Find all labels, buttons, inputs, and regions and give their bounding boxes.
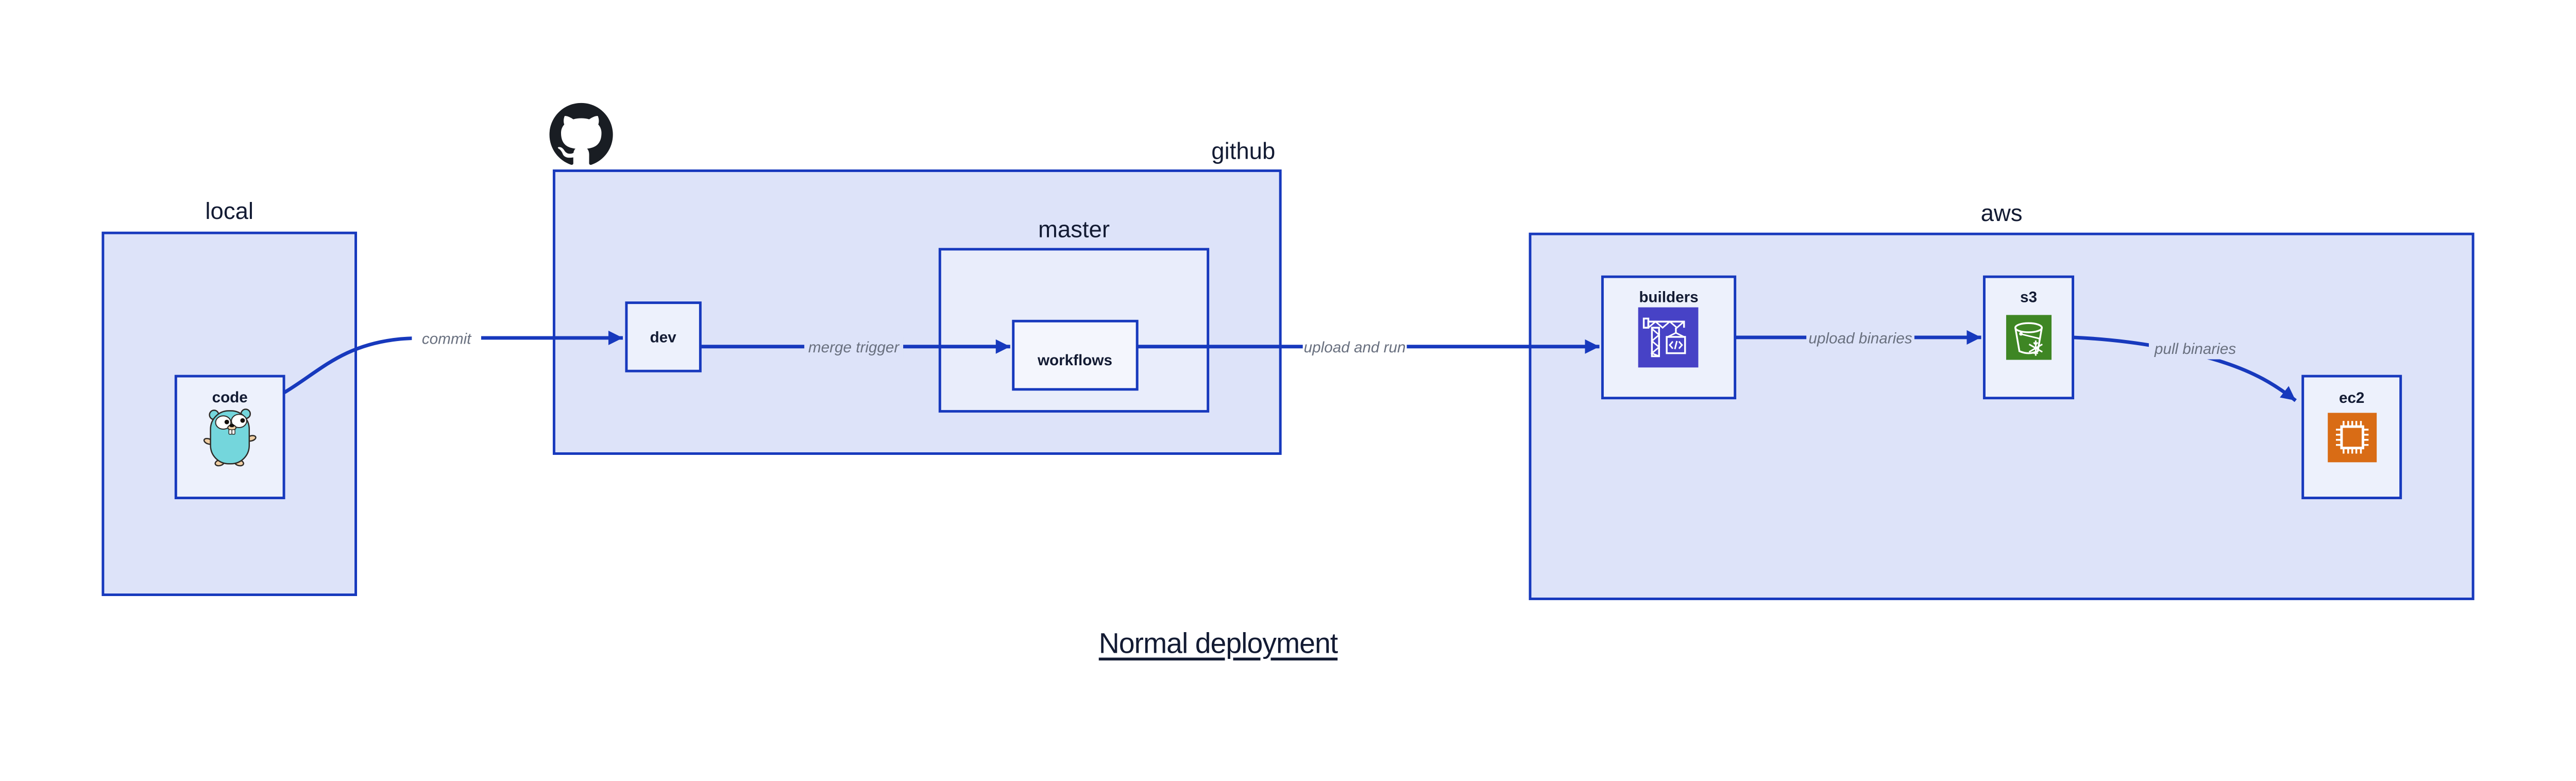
aws-codebuild-icon: [1638, 307, 1699, 368]
dev-node-label: dev: [650, 329, 677, 346]
pull-binaries-label-bg: [2148, 337, 2242, 360]
upload-binaries-label-bg: [1806, 328, 1914, 348]
aws-ec2-icon: [2328, 413, 2377, 463]
builders-node-label: builders: [1639, 288, 1698, 305]
commit-label-bg: [412, 328, 481, 349]
local-container-label: local: [205, 198, 253, 224]
github-container-label: github: [1211, 138, 1275, 164]
upload-binaries-edge-label: upload binaries: [1808, 330, 1912, 347]
github-octocat-icon: [549, 103, 613, 165]
code-node-label: code: [212, 389, 248, 406]
s3-node-label: s3: [2020, 288, 2037, 305]
diagram-title: Normal deployment: [1099, 627, 1338, 659]
merge-trigger-label-bg: [804, 336, 904, 358]
workflows-node-label: workflows: [1037, 352, 1112, 369]
go-gopher-icon: [203, 409, 257, 467]
master-container-label: master: [1038, 216, 1110, 243]
upload-and-run-label-bg: [1302, 336, 1407, 358]
upload-and-run-edge-label: upload and run: [1304, 339, 1406, 356]
pull-binaries-edge-label: pull binaries: [2154, 341, 2236, 358]
workflows-node-box: [1012, 319, 1139, 391]
builders-node-box: [1601, 275, 1737, 400]
dev-node-box: [625, 301, 702, 372]
ec2-node-label: ec2: [2339, 389, 2364, 406]
commit-edge-label: commit: [422, 330, 472, 347]
aws-s3-glacier-icon: [2006, 315, 2052, 360]
aws-container-label: aws: [1981, 200, 2023, 226]
merge-trigger-edge-label: merge trigger: [808, 339, 900, 356]
